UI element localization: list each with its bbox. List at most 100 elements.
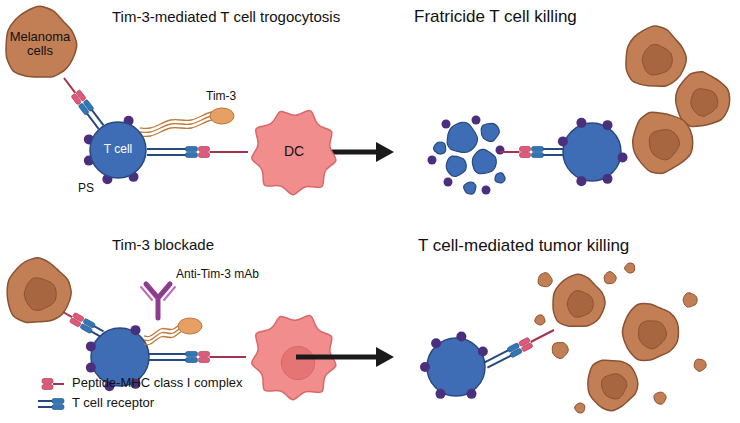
ps-dot [467, 389, 477, 399]
molecule-label: PS [78, 182, 94, 196]
t-cell [90, 122, 146, 178]
ps-dot [420, 362, 430, 372]
legend-text: T cell receptor [72, 396, 154, 411]
t-cell-fragment [446, 156, 466, 176]
ps-dot [558, 136, 568, 146]
tcr-domain [186, 147, 198, 152]
melanoma-nucleus [649, 130, 679, 160]
tumor-fragment [683, 293, 697, 307]
tcr-domain [510, 348, 523, 358]
tumor-fragment [535, 315, 545, 325]
mhc-stem [64, 78, 75, 93]
tim3-ligand [178, 318, 202, 334]
melanoma-nucleus [601, 374, 626, 399]
melanoma-cell [553, 274, 605, 326]
ps-dot [496, 146, 505, 155]
dendritic-cell-node: DC [242, 100, 346, 204]
melanoma-nucleus [639, 321, 667, 349]
ps-dot [478, 347, 488, 357]
tcr-domain [83, 99, 94, 112]
mhc-stem [500, 151, 520, 153]
tcr-stem [147, 148, 190, 150]
ps-dot [131, 325, 141, 335]
tumor-fragment [575, 403, 585, 413]
mhc-domain [199, 358, 210, 363]
ps-dot [618, 152, 628, 162]
tumor-fragment [552, 342, 568, 358]
dendritic-cell [252, 110, 336, 194]
tcr-mhc-contact [147, 147, 248, 158]
melanoma-nucleus [567, 291, 593, 317]
t-cell-fragment [447, 122, 477, 152]
ps-dot [428, 156, 437, 165]
tcr-domain [532, 147, 544, 152]
mhc-domain [520, 147, 531, 152]
legend-text: Peptide-MHC class I complex [72, 376, 243, 391]
ps-dot [603, 120, 613, 130]
t-cell-fragment [495, 173, 505, 183]
arrow-head [376, 347, 394, 367]
tcr-mhc-contact [149, 352, 246, 363]
mhc-domain [520, 153, 531, 158]
mhc-domain [199, 147, 210, 152]
mhc-stem [63, 312, 72, 317]
mhc-domain [76, 90, 87, 102]
mhc-legend-icon [42, 385, 53, 390]
panel-heading: Tim-3-mediated T cell trogocytosis [112, 8, 340, 25]
ps-dot [442, 120, 451, 129]
panel-heading: Fratricide T cell killing [414, 7, 577, 27]
mhc-domain [199, 153, 210, 158]
panel-heading: Tim-3 blockade [112, 236, 214, 253]
ps-dot [431, 338, 441, 348]
t-cell [563, 123, 621, 181]
molecule-label: Tim-3 [206, 90, 236, 104]
melanoma-nucleus [642, 44, 672, 75]
tumor-fragment [694, 359, 706, 371]
cells-layer [7, 26, 729, 413]
tcr-stem [487, 354, 514, 368]
panel-heading: T cell-mediated tumor killing [418, 236, 629, 256]
ps-dot [456, 331, 466, 341]
mhc-legend-stem [53, 383, 64, 385]
ps-dot [86, 341, 96, 351]
tumor-fragment [654, 392, 666, 404]
melanoma-cell [676, 72, 730, 127]
tcr-mhc-contact [500, 147, 563, 158]
tcr-mhc-contact [60, 307, 104, 339]
tcr-legend-stem [38, 406, 52, 408]
mhc-domain [521, 342, 533, 351]
tcr-mhc-contact [60, 75, 106, 131]
tumor-fragment [604, 272, 616, 284]
tcr-domain [186, 352, 198, 357]
ps-dot [482, 186, 491, 195]
tumor-fragment [625, 263, 635, 273]
tim3-ligand [210, 108, 234, 124]
ps-dot [472, 116, 481, 125]
anti-tim3-antibody [141, 284, 175, 318]
process-arrow [296, 347, 394, 367]
t-cell-fragment [472, 149, 496, 173]
ps-dot [86, 363, 96, 373]
melanoma-nucleus [24, 278, 56, 310]
melanoma-cell [6, 6, 77, 77]
cell-label: DC [284, 144, 304, 159]
tcr-mhc-contact [483, 325, 556, 370]
tim3-chain [140, 116, 222, 133]
melanoma-cell-node: Melanoma cells [0, 8, 82, 80]
melanoma-nucleus [691, 89, 718, 116]
t-cell-fragment [481, 123, 499, 141]
tcr-domain [186, 153, 198, 158]
t-cell [427, 338, 485, 396]
tcr-legend-icon [52, 405, 64, 410]
melanoma-cell [588, 360, 638, 411]
legend-icons [38, 379, 64, 410]
mhc-stem [531, 330, 554, 342]
molecule-label: Anti-Tim-3 mAb [176, 268, 259, 282]
melanoma-cell [633, 112, 693, 173]
tcr-stem [485, 348, 512, 362]
mhc-legend-icon [42, 379, 53, 384]
t-cell-fragment [464, 182, 476, 194]
dc-nucleus [281, 346, 314, 379]
